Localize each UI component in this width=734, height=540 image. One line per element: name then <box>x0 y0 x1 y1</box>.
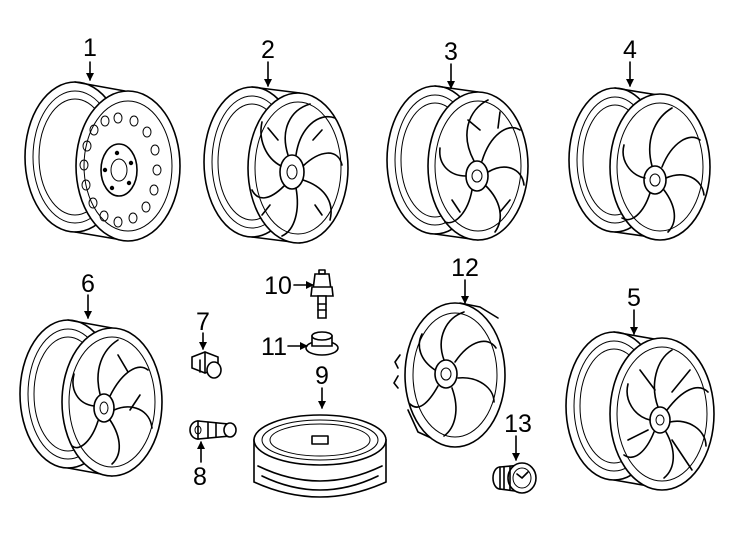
callout-labels: 1 2 3 4 5 6 7 8 9 10 11 12 13 <box>81 34 641 491</box>
part-11-valve-nut[interactable] <box>305 331 339 356</box>
part-7-lug-nut[interactable] <box>191 351 222 379</box>
part-2-alloy-wheel[interactable] <box>203 86 349 244</box>
part-6-alloy-wheel[interactable] <box>19 319 163 477</box>
callout-4: 4 <box>623 36 637 64</box>
part-10-tpms-valve[interactable] <box>310 269 334 319</box>
callout-11: 11 <box>261 333 287 361</box>
callout-5: 5 <box>627 284 641 312</box>
part-1-steel-wheel[interactable] <box>24 81 181 242</box>
part-13-center-cap[interactable] <box>492 462 537 494</box>
part-8-valve-stem[interactable] <box>189 420 237 440</box>
part-12-wheel-cover[interactable] <box>393 302 506 448</box>
part-4-alloy-wheel[interactable] <box>568 87 711 241</box>
callout-6: 6 <box>81 270 95 298</box>
callout-7: 7 <box>196 308 210 336</box>
callout-9: 9 <box>315 362 329 390</box>
part-9-spare-wheel[interactable] <box>253 414 387 498</box>
callout-8: 8 <box>193 463 207 491</box>
callout-1: 1 <box>83 34 97 62</box>
callout-12: 12 <box>451 254 479 282</box>
part-3-alloy-wheel[interactable] <box>386 85 529 241</box>
leader-lines <box>84 61 638 463</box>
callout-10: 10 <box>264 272 292 300</box>
callout-2: 2 <box>261 36 275 64</box>
part-5-alloy-wheel[interactable] <box>565 331 715 491</box>
callout-13: 13 <box>504 410 532 438</box>
callout-3: 3 <box>444 38 458 66</box>
